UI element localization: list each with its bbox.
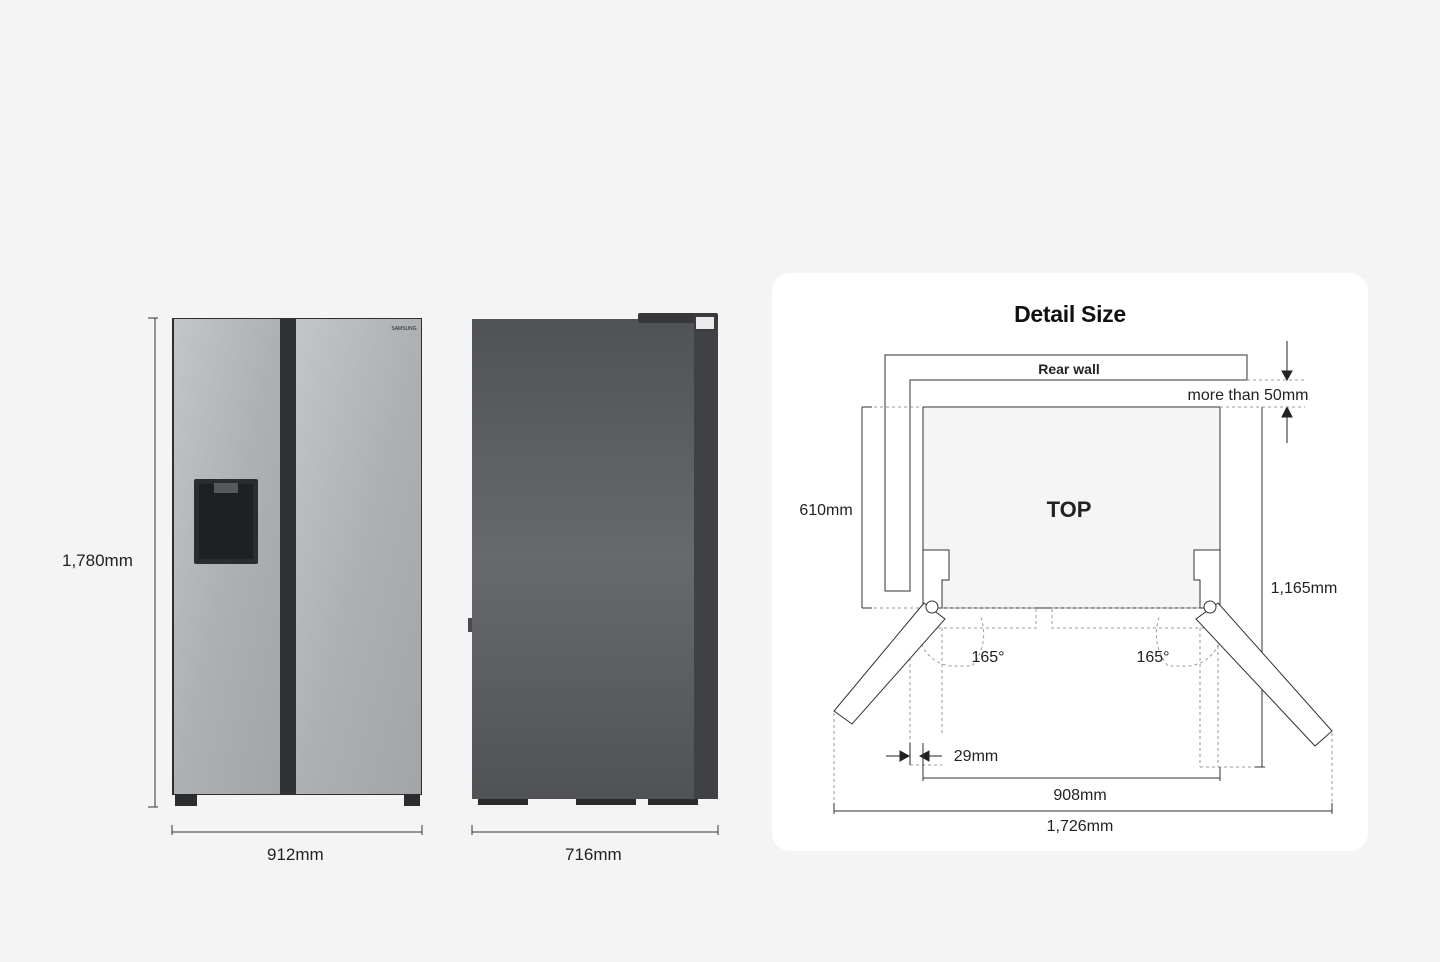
open-doors: [833, 602, 1333, 747]
angle-right-label: 165°: [1136, 649, 1169, 666]
clearance-arrows: [1281, 341, 1293, 443]
width-label: 912mm: [267, 845, 324, 864]
panel-title: Detail Size: [1014, 301, 1126, 327]
left-open-door: [833, 602, 946, 725]
depth-dimension-line: [471, 825, 719, 835]
top-label: TOP: [1047, 497, 1092, 522]
clearance-label: more than 50mm: [1188, 387, 1309, 404]
total-width-label: 1,726mm: [1047, 818, 1114, 835]
hinges: [922, 549, 1221, 609]
brand-mark: SAMSUNG: [391, 326, 416, 332]
door-open-depth-label: 1,165mm: [1271, 580, 1338, 597]
right-door: [296, 319, 421, 794]
fridge-illustrations: SAMSUNG: [148, 313, 719, 835]
height-label: 1,780mm: [62, 551, 133, 570]
inner-width-label: 908mm: [1053, 787, 1106, 804]
depth-label: 716mm: [565, 845, 622, 864]
right-open-door: [1195, 602, 1333, 747]
width-dimension-line: [171, 825, 423, 835]
depth-610-label: 610mm: [799, 502, 852, 519]
fridge-front-view: [172, 318, 422, 806]
top-view-diagram: Rear wall more than 50mm TOP 610mm 1,165…: [799, 341, 1338, 835]
fridge-top-body: [922, 406, 1221, 609]
gap-arrows: [886, 743, 942, 765]
side-feet: [478, 799, 528, 805]
rear-wall: [884, 354, 1248, 592]
height-dimension-line: [148, 317, 158, 808]
front-feet: [175, 794, 197, 806]
rear-wall-label: Rear wall: [1038, 361, 1099, 377]
fridge-side-view: [468, 313, 718, 805]
angle-left-label: 165°: [971, 649, 1004, 666]
gap-label: 29mm: [954, 748, 998, 765]
detail-size-panel: Detail Size: [772, 273, 1368, 851]
